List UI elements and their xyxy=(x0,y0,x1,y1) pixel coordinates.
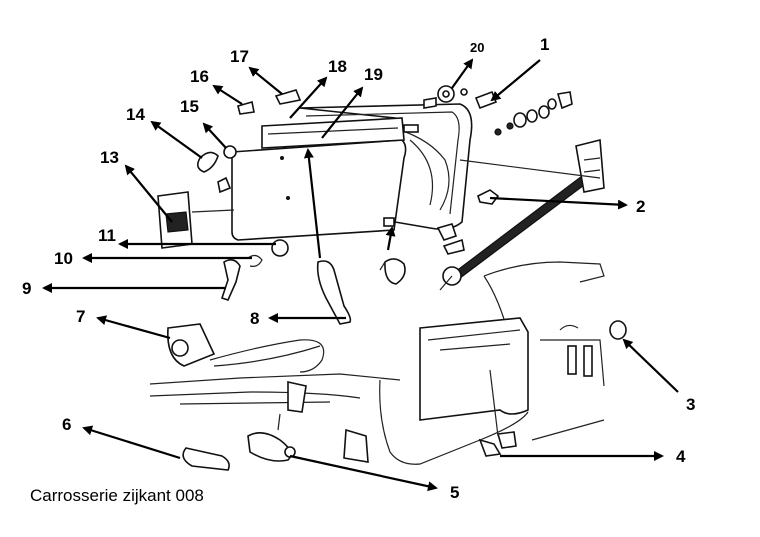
callout-8: 8 xyxy=(250,309,259,328)
callout-1: 1 xyxy=(540,35,549,54)
door-hinge-assembly xyxy=(157,89,302,257)
door-inner-frame xyxy=(299,103,473,230)
callout-14: 14 xyxy=(126,105,145,124)
callout-17: 17 xyxy=(230,47,249,66)
callout-13: 13 xyxy=(100,148,119,167)
callout-5: 5 xyxy=(450,483,459,502)
door-lock-mechanism xyxy=(167,323,325,373)
callout-2: 2 xyxy=(636,197,645,216)
callout-11: 11 xyxy=(98,226,116,245)
striker-parts xyxy=(182,381,369,471)
callout-4: 4 xyxy=(676,447,686,466)
callout-6: 6 xyxy=(62,415,71,434)
callout-3: 3 xyxy=(686,395,695,414)
car-body-door-open xyxy=(379,261,627,465)
callout-labels: 1 2 3 4 5 6 7 8 9 10 11 13 14 15 16 17 1… xyxy=(22,35,695,502)
callout-9: 9 xyxy=(22,279,31,298)
leader-arrows xyxy=(42,58,679,492)
callout-7: 7 xyxy=(76,307,85,326)
door-lower-hardware xyxy=(379,189,500,285)
door-trim-panel xyxy=(231,117,407,241)
diagram-caption: Carrosserie zijkant 008 xyxy=(30,486,204,505)
callout-19: 19 xyxy=(364,65,383,84)
door-handles xyxy=(220,254,352,325)
callout-20: 20 xyxy=(470,40,484,55)
callout-16: 16 xyxy=(190,67,209,86)
callout-15: 15 xyxy=(180,97,199,116)
body-sill-lines xyxy=(149,373,401,405)
callout-18: 18 xyxy=(328,57,347,76)
callout-10: 10 xyxy=(54,249,73,268)
